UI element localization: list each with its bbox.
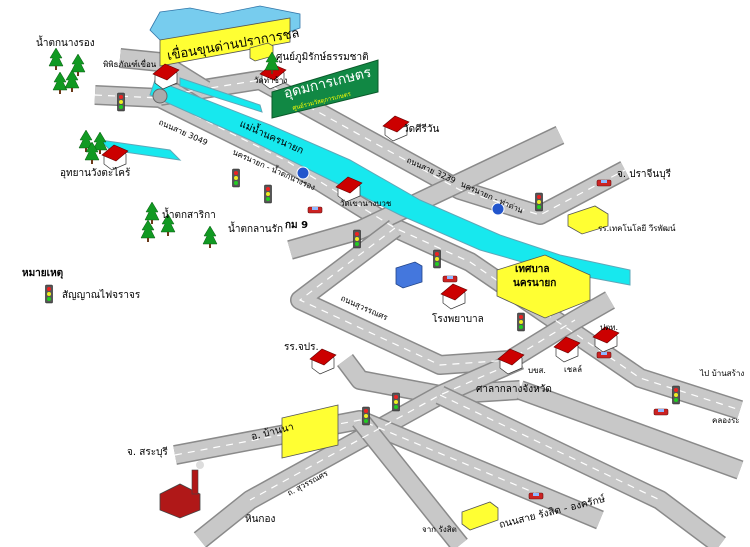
- label-hospital: โรงพยาบาล: [432, 312, 484, 325]
- label-waterfall-lan-rak: น้ำตกลานรัก: [228, 221, 283, 235]
- label-waterfall-sarika: น้ำตกสาริกา: [162, 207, 216, 221]
- label-waterfall-nangrong: น้ำตกนางรอง: [36, 35, 95, 49]
- label-city-hall: ศาลากลางจังหวัด: [476, 384, 552, 395]
- label-ptt: ปตท.: [600, 323, 618, 332]
- municipality-label: เทศบาล: [515, 264, 549, 275]
- factory-icon: [159, 461, 204, 519]
- label-hin-kong: หินกอง: [245, 514, 275, 525]
- legend-signal-label: สัญญาณไฟจราจร: [62, 289, 141, 301]
- label-wat-khao-nang-buat: วัดเขานางบวช: [340, 199, 392, 208]
- label-nature-center: ศูนย์ภูมิรักษ์ธรรมชาติ: [276, 51, 369, 63]
- road-signs: [296, 166, 505, 216]
- label-shell: เชลล์: [564, 364, 582, 374]
- label-wat-si-rawan: วัดศีรีวัน: [403, 123, 439, 135]
- road-network: [94, 48, 744, 547]
- river-nakhon-nayok: [98, 77, 631, 286]
- label-post-office: บขส.: [528, 366, 546, 375]
- hospital-building: [440, 283, 468, 310]
- label-museum: พิพิธภัณฑ์เขื่อน: [103, 58, 157, 69]
- label-km9: กม 9: [285, 220, 308, 231]
- label-wat-tha-chang: วัดท่าช้าง: [254, 76, 287, 85]
- roundabout: [152, 88, 168, 104]
- label-from-rangsit: จาก รังสิต: [422, 525, 457, 534]
- label-tech-school: รร.เทคโนโลยี วีรพัฒน์: [598, 223, 676, 233]
- label-prachinburi: จ. ปราจีนบุรี: [617, 168, 672, 180]
- municipality-label-2: นครนายก: [513, 278, 556, 289]
- legend-title: หมายเหตุ: [22, 268, 63, 279]
- label-saraburi: จ. สระบุรี: [127, 446, 168, 458]
- label-to-ban-sang: ไป บ้านสร้าง: [699, 369, 744, 378]
- label-park: อุทยานวังตะไคร้: [60, 167, 131, 179]
- buildings: เทศบาล นครนายก: [101, 42, 620, 531]
- label-school-jpr: รร.จปร.: [284, 342, 319, 353]
- label-ongkharak-side: คลองระ: [712, 416, 740, 425]
